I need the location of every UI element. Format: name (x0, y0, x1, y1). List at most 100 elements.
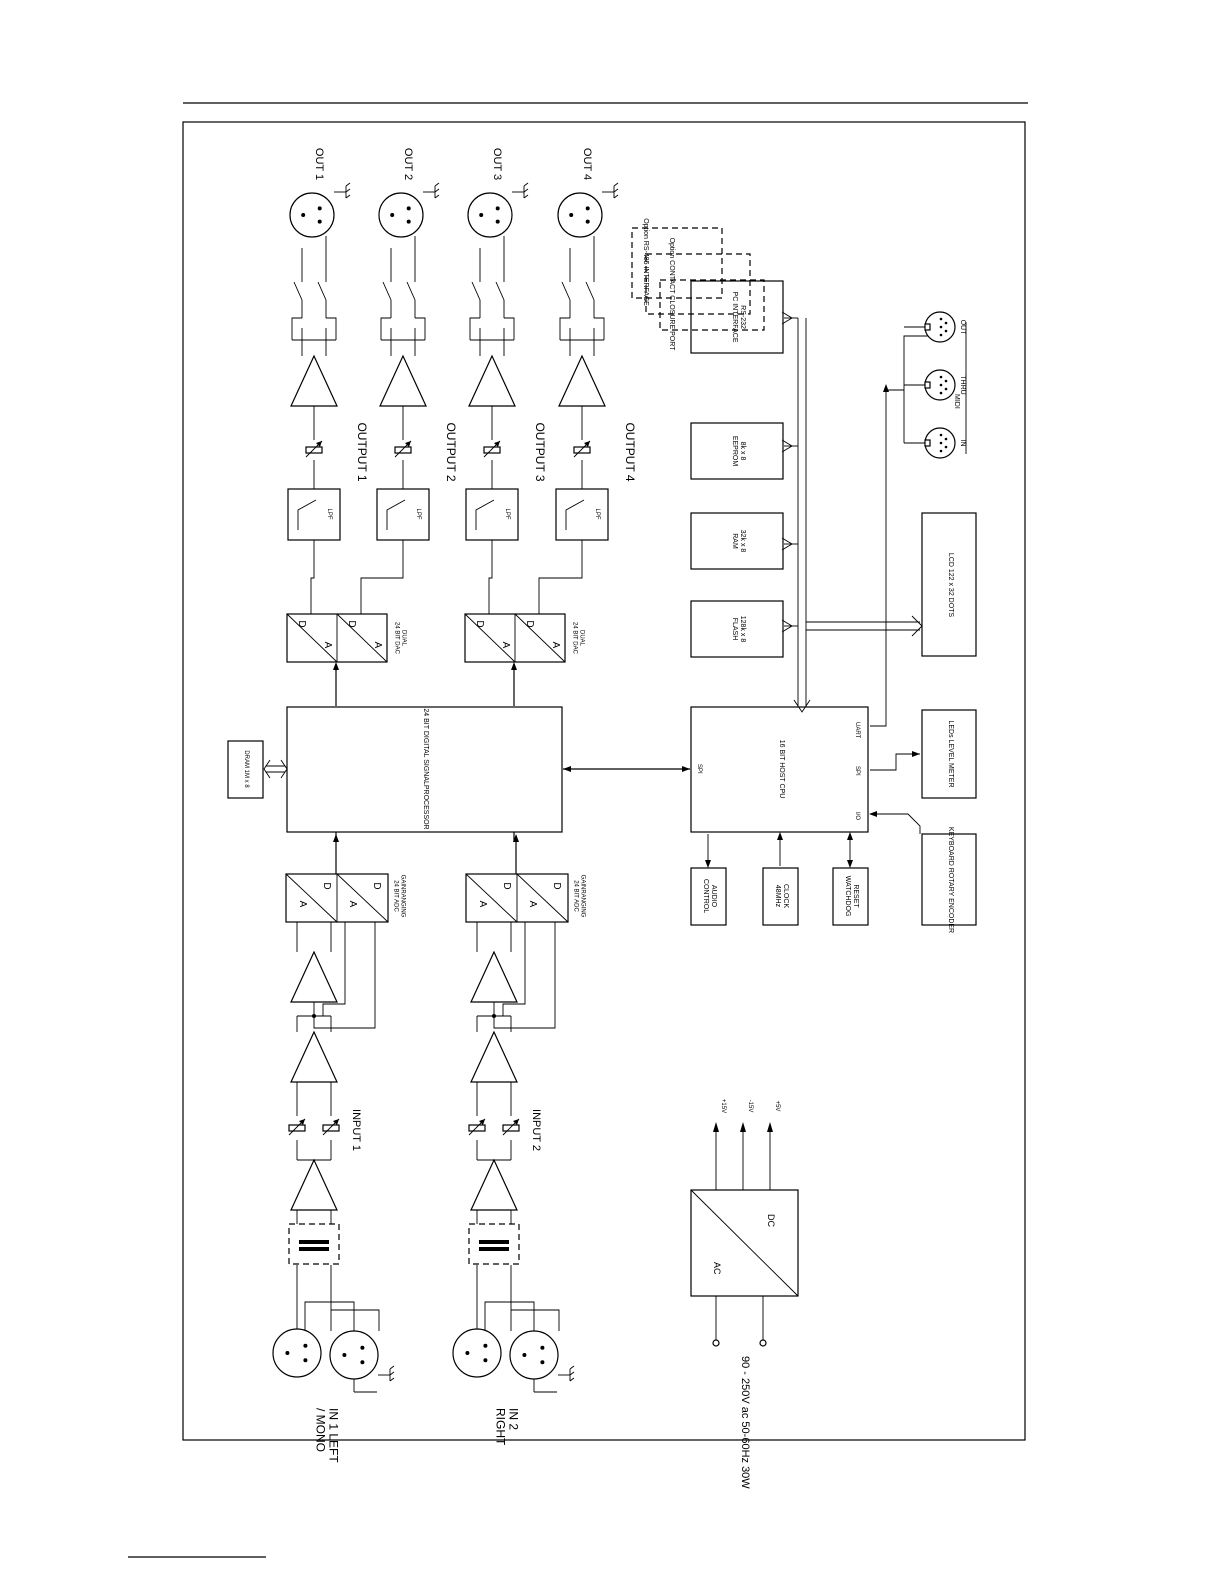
memory-block-1: 128k x 8FLASH (690, 600, 784, 658)
led-meter-block (921, 709, 977, 799)
output-4-ground (602, 182, 619, 199)
dac-2-a1: A (500, 642, 511, 649)
lcd-block (921, 512, 977, 657)
dac-2-a2: A (550, 642, 561, 649)
memory-block-4: RS-232PC INTERFACE (690, 280, 784, 354)
output-1-level-pot (305, 440, 323, 458)
memory-label-4: RS-232PC INTERFACE (731, 292, 746, 343)
dac-1-d1: D (296, 620, 307, 627)
dac-1-a1: A (322, 642, 333, 649)
input-1-pot-b (322, 1118, 340, 1136)
option-rs485-box (631, 227, 723, 299)
input-1-ground (378, 1365, 395, 1382)
output-2-xlr-jack (378, 192, 424, 238)
input-2-adc-d2: D (551, 882, 562, 889)
output-4-relay-b (585, 281, 595, 301)
output-1-lpf (287, 488, 341, 541)
input-2-xlr-jack (452, 1328, 502, 1378)
input-1-amp-2 (290, 1030, 338, 1083)
input-1-pot-a (288, 1118, 306, 1136)
output-1-relay-b (317, 281, 327, 301)
dac-1-d2: D (346, 620, 357, 627)
cpu-spi-left: SPI (696, 764, 702, 774)
dac-2-d2: D (524, 620, 535, 627)
input-1-preamp (290, 1158, 338, 1211)
output-1-lpf-label: LPF (326, 508, 332, 519)
option-contact-box (645, 253, 751, 315)
midi-port-out: OUT (904, 311, 966, 343)
mains-input (712, 1296, 767, 1347)
output-1-xlr-jack (289, 192, 335, 238)
system-bus (781, 311, 923, 713)
input-1-label: IN 1 LEFT/ MONO (313, 1408, 340, 1463)
psu-ac-label: AC (712, 1262, 722, 1275)
input-1-adc-d2: D (371, 882, 382, 889)
input-2-trs-jack (509, 1330, 559, 1380)
option-rs485-label: Option RS-485 INTERFACE (642, 218, 649, 306)
output-1-relay-a (293, 281, 303, 301)
dsp-block (286, 706, 563, 833)
psu-rail-3: +5V (767, 1101, 780, 1190)
input-1-xlr-jack (272, 1328, 322, 1378)
output-3-jack-label: OUT 3 (491, 148, 503, 180)
input-1-adc-label: GAINRANGING24 BIT ADC (393, 875, 406, 918)
cpu-block (690, 706, 869, 833)
dac-2-label: DUAL24 BIT DAC (572, 622, 585, 655)
output-4-lpf (555, 488, 609, 541)
support-block-2: CLOCK48MHz (762, 832, 799, 926)
psu-dc-label: DC (766, 1214, 776, 1227)
output-3-relay-b (495, 281, 505, 301)
output-2-lpf (376, 488, 430, 541)
midi-port-label-3: OUT (959, 320, 966, 336)
input-2-label: IN 2RIGHT (493, 1408, 520, 1446)
input-2-adc-d: D (501, 882, 512, 889)
output-1-level-label: OUTPUT 1 (355, 422, 369, 481)
input-2-preamp (470, 1158, 518, 1211)
input-1-adc-d: D (321, 882, 332, 889)
psu-rail-label-2: -15V (747, 1100, 753, 1113)
midi-port-thru: THRU (904, 369, 966, 401)
memory-block-2: 32k x 8RAM (690, 512, 784, 570)
support-label-2: CLOCK48MHz (774, 884, 789, 908)
output-4-xlr-jack (557, 192, 603, 238)
midi-port-label-1: IN (959, 440, 966, 447)
input-2-gain-label: INPUT 2 (530, 1109, 542, 1151)
dsp-cpu-link (563, 766, 690, 772)
input-1-gain-label: INPUT 1 (350, 1109, 362, 1151)
cpu-io: I/O (854, 812, 860, 820)
input-2-amp-2 (470, 1030, 518, 1083)
psu-rail-label-3: +5V (774, 1101, 780, 1112)
diagram-frame (182, 121, 1026, 1441)
input-1-trs-jack (329, 1330, 379, 1380)
support-block-1: AUDIOCONTROL (690, 834, 727, 926)
memory-label-3: 8k x 8EEPROM (731, 436, 746, 467)
midi-port-in: IN (904, 427, 966, 459)
output-2-lpf-label: LPF (415, 508, 421, 519)
dac-2-d1: D (474, 620, 485, 627)
output-2-level-pot (394, 440, 412, 458)
option-link-box (659, 279, 765, 331)
output-1-ground (334, 182, 351, 199)
output-2-relay-b (406, 281, 416, 301)
cpu-spi-right: SPI (854, 766, 860, 776)
output-4-jack-label: OUT 4 (581, 148, 593, 180)
keyboard-label: KEYBOARD ROTARY ENCODER (947, 827, 954, 933)
dac-2: D A D A DUAL24 BIT DAC (464, 613, 585, 663)
output-2-jack-label: OUT 2 (402, 148, 414, 180)
input-1-amp-3 (290, 950, 338, 1003)
support-label-3: RESETWATCHDOG (844, 876, 859, 917)
input-2-adc-a: A (477, 901, 488, 908)
input-1-adc-a2: A (347, 901, 358, 908)
psu-rail-label-1: +15V (720, 1099, 726, 1113)
output-2-ground (423, 182, 440, 199)
lcd-label: LCD 122 x 32 DOTS (947, 553, 954, 618)
input-2-ground (558, 1365, 575, 1382)
output-3-level-label: OUTPUT 3 (533, 422, 547, 481)
option-contact-label: Option CONTACT CLOSURE PORT (668, 238, 675, 352)
memory-block-3: 8k x 8EEPROM (690, 422, 784, 480)
